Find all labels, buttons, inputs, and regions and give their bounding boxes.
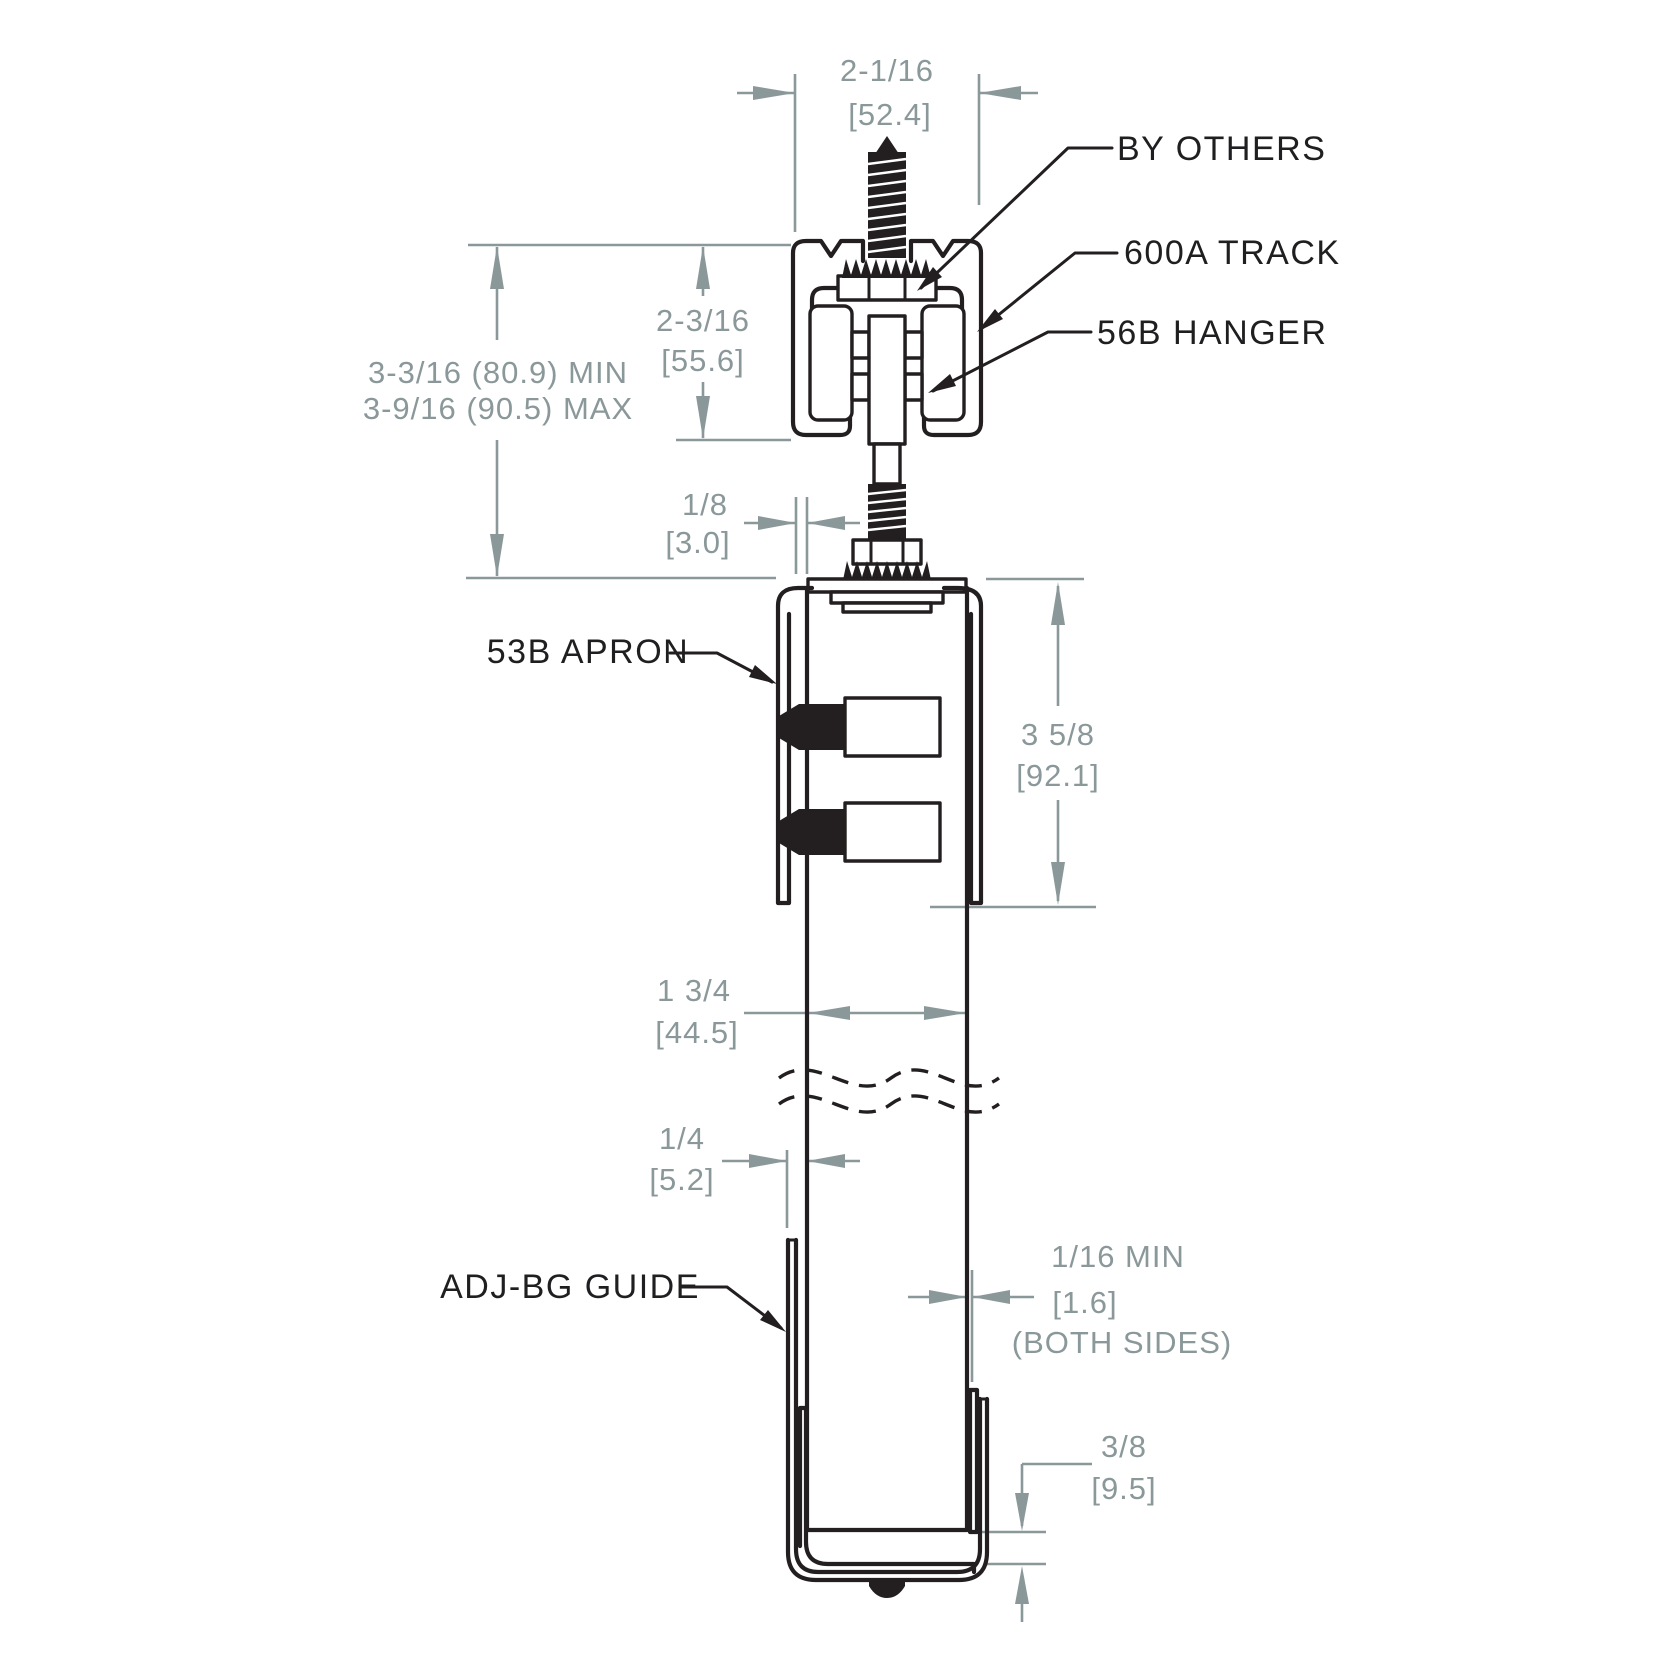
dim-track-width-metric: [52.4] <box>848 97 932 132</box>
dim-gap-imperial: 1/8 <box>682 487 728 522</box>
wheel-bearing-left-lower <box>850 372 871 402</box>
leader-arrowhead <box>917 267 942 291</box>
label-track: 600A TRACK <box>1124 234 1341 272</box>
guide-end-caps <box>786 1238 989 1401</box>
wheel-bearing-right-lower <box>903 372 924 402</box>
leader-guide <box>680 1285 783 1330</box>
mounting-nut <box>836 274 938 302</box>
arrowhead <box>1015 1566 1029 1604</box>
dim-engagement-metric: [9.5] <box>1091 1471 1156 1506</box>
arrowhead <box>924 1006 966 1020</box>
leader-by-others <box>919 146 1114 290</box>
dim-side-clearance-metric: [1.6] <box>1052 1285 1117 1320</box>
leader-hanger <box>931 330 1093 393</box>
arrowhead <box>1051 862 1065 905</box>
leader-arrowhead <box>977 309 1003 332</box>
serrated-washer-top <box>842 259 931 278</box>
guide-bottom-screw <box>869 1580 905 1598</box>
hanger-wheel-right-rim <box>920 304 966 422</box>
label-guide: ADJ-BG GUIDE <box>440 1268 700 1306</box>
dim-gap-metric: [3.0] <box>665 525 730 560</box>
arrowhead <box>490 534 504 577</box>
arrowhead <box>749 1154 787 1168</box>
arrowhead <box>807 516 845 530</box>
stud-tip <box>875 136 899 154</box>
dim-guide-offset-metric: [5.2] <box>649 1162 714 1197</box>
suspension-stud <box>867 136 907 258</box>
dim-engagement-imperial: 3/8 <box>1101 1429 1147 1464</box>
wheel-hub <box>867 314 907 446</box>
dim-door-thickness-metric: [44.5] <box>655 1015 739 1050</box>
door-top-step2 <box>841 601 933 614</box>
label-leaders <box>668 146 1119 1332</box>
dim-guide-offset-imperial: 1/4 <box>659 1121 705 1156</box>
arrowhead <box>758 516 796 530</box>
arrowhead <box>808 1006 850 1020</box>
wheel-bearing-left <box>850 330 871 360</box>
dim-hanger-clearance-min: 3-3/16 (80.9) MIN <box>368 355 628 390</box>
arrowhead <box>979 86 1021 100</box>
wheel-bearing-right <box>903 330 924 360</box>
break-line-lower <box>777 1094 1001 1114</box>
arrowhead <box>753 86 795 100</box>
arrowhead <box>490 246 504 289</box>
dim-side-clearance-note: (BOTH SIDES) <box>1012 1325 1232 1360</box>
leader-track <box>979 251 1119 331</box>
arrowhead <box>807 1154 845 1168</box>
label-apron: 53B APRON <box>487 633 689 671</box>
apron-bolt-lower <box>779 801 942 863</box>
arrowhead <box>972 1290 1010 1304</box>
apron-assembly <box>775 585 984 906</box>
serrated-washer-door <box>843 561 931 580</box>
dim-hanger-clearance-max: 3-9/16 (90.5) MAX <box>363 391 633 426</box>
arrowhead <box>929 1290 967 1304</box>
dim-apron-height-imperial: 3 5/8 <box>1021 717 1095 752</box>
dim-track-height-imperial: 2-3/16 <box>656 303 750 338</box>
door-top-plate <box>806 577 968 594</box>
dim-side-clearance-imperial: 1/16 MIN <box>1051 1239 1185 1274</box>
apron-bolt-upper <box>779 696 942 758</box>
dim-apron-height-metric: [92.1] <box>1016 758 1100 793</box>
guide-right-inner-plate <box>967 1387 980 1535</box>
track-assembly <box>790 136 984 540</box>
dim-track-height-metric: [55.6] <box>661 343 745 378</box>
guide-inner <box>793 1237 983 1575</box>
door-panel-assembly <box>777 538 1001 1533</box>
pendant-thread <box>867 484 907 540</box>
dimension-annotations <box>466 74 1096 1622</box>
pendant-nut <box>851 538 923 566</box>
guide-left-inner-plate <box>797 1405 977 1575</box>
apron-right <box>941 585 984 906</box>
break-line-upper <box>777 1068 1001 1088</box>
leader-arrowhead <box>749 665 777 684</box>
hanger-wheel-left-rim <box>808 304 854 422</box>
arrowhead <box>696 246 710 289</box>
label-hanger: 56B HANGER <box>1097 314 1327 352</box>
dim-door-thickness-imperial: 1 3/4 <box>657 973 731 1008</box>
dim-track-width-imperial: 2-1/16 <box>840 53 934 88</box>
arrowhead <box>1051 582 1065 625</box>
guide-assembly <box>785 1237 990 1598</box>
leader-arrowhead <box>928 374 956 393</box>
arrowhead <box>696 396 710 439</box>
leader-arrowhead <box>760 1310 786 1332</box>
apron-left <box>775 585 815 906</box>
annotation-text: 2-1/16 [52.4] BY OTHERS 600A TRACK 56B H… <box>363 53 1341 1506</box>
pendant-shaft <box>872 442 902 486</box>
arrowhead <box>1015 1493 1029 1531</box>
label-by-others: BY OTHERS <box>1117 130 1326 168</box>
